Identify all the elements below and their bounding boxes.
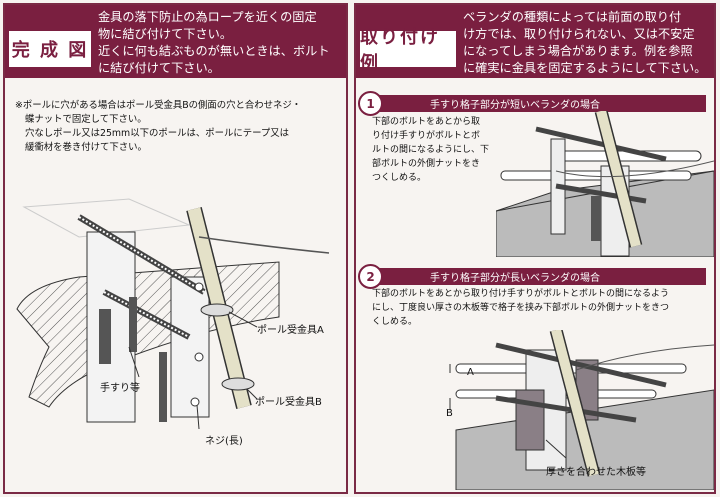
note-line: 蝶ナットで固定して下さい。 bbox=[25, 114, 147, 125]
right-header-text: ベランダの種類によっては前面の取り付 け方では、取り付けられない、又は不安定 に… bbox=[463, 9, 713, 77]
screw-label: ネジ(長) bbox=[205, 436, 243, 447]
note-line: 緩衝材を巻き付けて下さい。 bbox=[25, 142, 147, 153]
completed-diagram-panel: 完 成 図 金具の落下防止の為ロープを近くの固定 物に結び付けて下さい。 近くに… bbox=[3, 3, 348, 494]
step2-desc-line: くしめる。 bbox=[372, 317, 418, 327]
right-header-line: け方では、取り付けられない、又は不安定 bbox=[463, 27, 695, 41]
step2-description: 下部のボルトをあとから取り付け手すりがボルトとボルトの間になるよう にし、丁度良… bbox=[372, 287, 712, 329]
right-header-line: ベランダの種類によっては前面の取り付 bbox=[463, 10, 682, 24]
right-header-line: になってしまう場合があります。例を参照 bbox=[463, 44, 693, 58]
step1-description: 下部のボルトをあとから取 り付け手すりがボルトとボ ルトの間になるようにし、下 … bbox=[372, 115, 502, 185]
installation-example-title: 取り付け例 bbox=[360, 27, 456, 74]
dimension-a-label: A bbox=[467, 367, 474, 378]
step1-desc-line: 部ボルトの外側ナットをき bbox=[372, 159, 481, 169]
step1-desc-line: り付け手すりがボルトとボ bbox=[372, 131, 481, 141]
short-lattice-illustration bbox=[496, 111, 714, 257]
wood-board-label: 厚さを合わせた木板等 bbox=[546, 467, 646, 478]
right-header-line: に確実に金具を固定するようにして下さい。 bbox=[463, 61, 707, 75]
note-line: ※ポールに穴がある場合はポール受金具Bの側面の穴と合わせネジ・ bbox=[15, 100, 302, 111]
left-header-line: 近くに何も結ぶものが無いときは、ボルト bbox=[98, 44, 330, 58]
note-line: 穴なしポール又は25mm以下のポールは、ポールにテープ又は bbox=[25, 128, 290, 139]
pole-note: ※ポールに穴がある場合はポール受金具Bの側面の穴と合わせネジ・ 蝶ナットで固定し… bbox=[15, 99, 345, 155]
dimension-b-label: B bbox=[446, 408, 453, 419]
receiver-a-label: ポール受金具A bbox=[257, 325, 324, 336]
step2-desc-line: 下部のボルトをあとから取り付け手すりがボルトとボルトの間になるよう bbox=[372, 289, 670, 299]
completed-assembly-illustration bbox=[16, 198, 330, 430]
step1-heading-bar: 手すり格子部分が短いベランダの場合 bbox=[364, 95, 706, 112]
handrail-label: 手すり等 bbox=[100, 383, 140, 394]
step1-number-badge: 1 bbox=[358, 91, 383, 116]
receiver-b-label: ポール受金具B bbox=[255, 397, 322, 408]
step1-desc-line: つくしめる。 bbox=[372, 173, 427, 183]
left-header: 完 成 図 金具の落下防止の為ロープを近くの固定 物に結び付けて下さい。 近くに… bbox=[5, 5, 346, 78]
step2-desc-line: にし、丁度良い厚さの木板等で格子を挟み下部ボルトの外側ナットをきつ bbox=[372, 303, 670, 313]
step2-heading: 手すり格子部分が長いベランダの場合 bbox=[430, 273, 600, 284]
installation-example-panel: 取り付け例 ベランダの種類によっては前面の取り付 け方では、取り付けられない、又… bbox=[354, 3, 716, 494]
left-header-line: 金具の落下防止の為ロープを近くの固定 bbox=[98, 10, 317, 24]
left-header-line: 物に結び付けて下さい。 bbox=[98, 27, 233, 41]
completed-diagram-title: 完 成 図 bbox=[9, 31, 91, 67]
step1-desc-line: 下部のボルトをあとから取 bbox=[372, 117, 481, 127]
long-lattice-illustration bbox=[449, 330, 714, 490]
right-header: 取り付け例 ベランダの種類によっては前面の取り付 け方では、取り付けられない、又… bbox=[356, 5, 714, 78]
step2-number-badge: 2 bbox=[358, 264, 383, 289]
step2-heading-bar: 手すり格子部分が長いベランダの場合 bbox=[364, 268, 706, 285]
step1-desc-line: ルトの間になるようにし、下 bbox=[372, 145, 490, 155]
step1-heading: 手すり格子部分が短いベランダの場合 bbox=[430, 100, 600, 111]
left-header-line: に結び付けて下さい。 bbox=[98, 61, 220, 75]
left-header-text: 金具の落下防止の為ロープを近くの固定 物に結び付けて下さい。 近くに何も結ぶもの… bbox=[98, 9, 346, 77]
